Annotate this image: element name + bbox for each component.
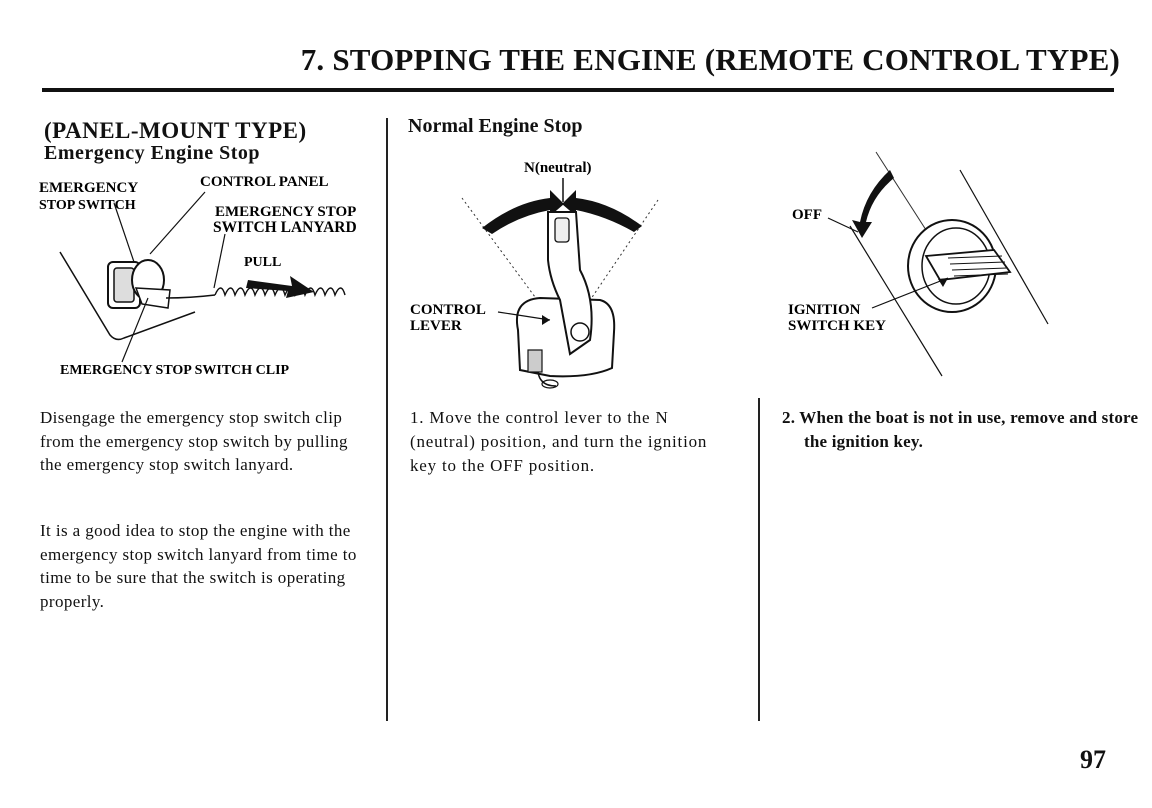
label-lanyard-line1: EMERGENCY STOP xyxy=(215,204,356,220)
label-control: CONTROL xyxy=(410,302,486,318)
leader-line-panel xyxy=(149,191,206,255)
label-stop-switch: STOP SWITCH xyxy=(39,198,136,213)
arrow-right-to-neutral-icon xyxy=(562,190,642,232)
label-clip: EMERGENCY STOP SWITCH CLIP xyxy=(60,363,290,378)
label-switch-key: SWITCH KEY xyxy=(788,318,886,334)
label-lanyard-line2: SWITCH LANYARD xyxy=(213,219,357,236)
step-1: 1. Move the control lever to the N (neut… xyxy=(410,408,708,475)
label-neutral: N(neutral) xyxy=(524,160,592,176)
label-off: OFF xyxy=(792,207,822,223)
column-divider-right xyxy=(758,398,760,721)
leader-line-key xyxy=(871,277,949,309)
leader-line-switch xyxy=(113,202,135,263)
ignition-switch-drawing xyxy=(907,219,1012,313)
section-subtitle: Emergency Engine Stop xyxy=(44,142,261,164)
lanyard-cord xyxy=(165,294,216,299)
label-lever: LEVER xyxy=(410,318,462,334)
page-title: 7. STOPPING THE ENGINE (REMOTE CONTROL T… xyxy=(300,42,1120,77)
paragraph-good-idea: It is a good idea to stop the engine wit… xyxy=(40,521,357,611)
leader-line-clip xyxy=(121,297,149,363)
normal-stop-heading: Normal Engine Stop xyxy=(408,115,583,137)
leader-line-off xyxy=(827,217,859,233)
key-leader-arrowhead-icon xyxy=(938,278,948,287)
pull-arrow-icon xyxy=(246,276,314,298)
label-ignition: IGNITION xyxy=(788,302,861,318)
emergency-stop-switch-drawing xyxy=(107,259,171,309)
page-number: 97 xyxy=(1080,745,1106,774)
arrow-left-to-neutral-icon xyxy=(482,190,564,234)
emergency-stop-figure: EMERGENCY STOP SWITCH CONTROL PANEL EMER… xyxy=(39,174,357,378)
control-lever-figure: N(neutral) CONTROL LEVER xyxy=(410,160,659,389)
panel-line-3 xyxy=(849,225,943,377)
sweep-line-right xyxy=(579,199,659,316)
leader-line-lanyard xyxy=(213,233,226,289)
label-control-panel: CONTROL PANEL xyxy=(200,174,329,190)
arrow-to-off-icon xyxy=(852,170,894,238)
leader-arrowhead-icon xyxy=(542,315,550,325)
label-pull: PULL xyxy=(244,255,281,270)
label-emergency: EMERGENCY xyxy=(39,180,138,196)
panel-line-2 xyxy=(959,169,1049,325)
leader-line-lever xyxy=(497,311,551,321)
control-lever-drawing xyxy=(547,211,593,356)
title-rule xyxy=(42,88,1114,92)
column-divider-left xyxy=(386,118,388,721)
ignition-switch-figure: OFF IGNITION SWITCH KEY xyxy=(788,151,1049,377)
paragraph-disengage: Disengage the emergency stop switch clip… xyxy=(40,408,348,474)
control-panel-outline xyxy=(59,251,196,341)
section-title: (PANEL-MOUNT TYPE) xyxy=(44,118,307,143)
step-2: 2. When the boat is not in use, remove a… xyxy=(782,408,1139,451)
